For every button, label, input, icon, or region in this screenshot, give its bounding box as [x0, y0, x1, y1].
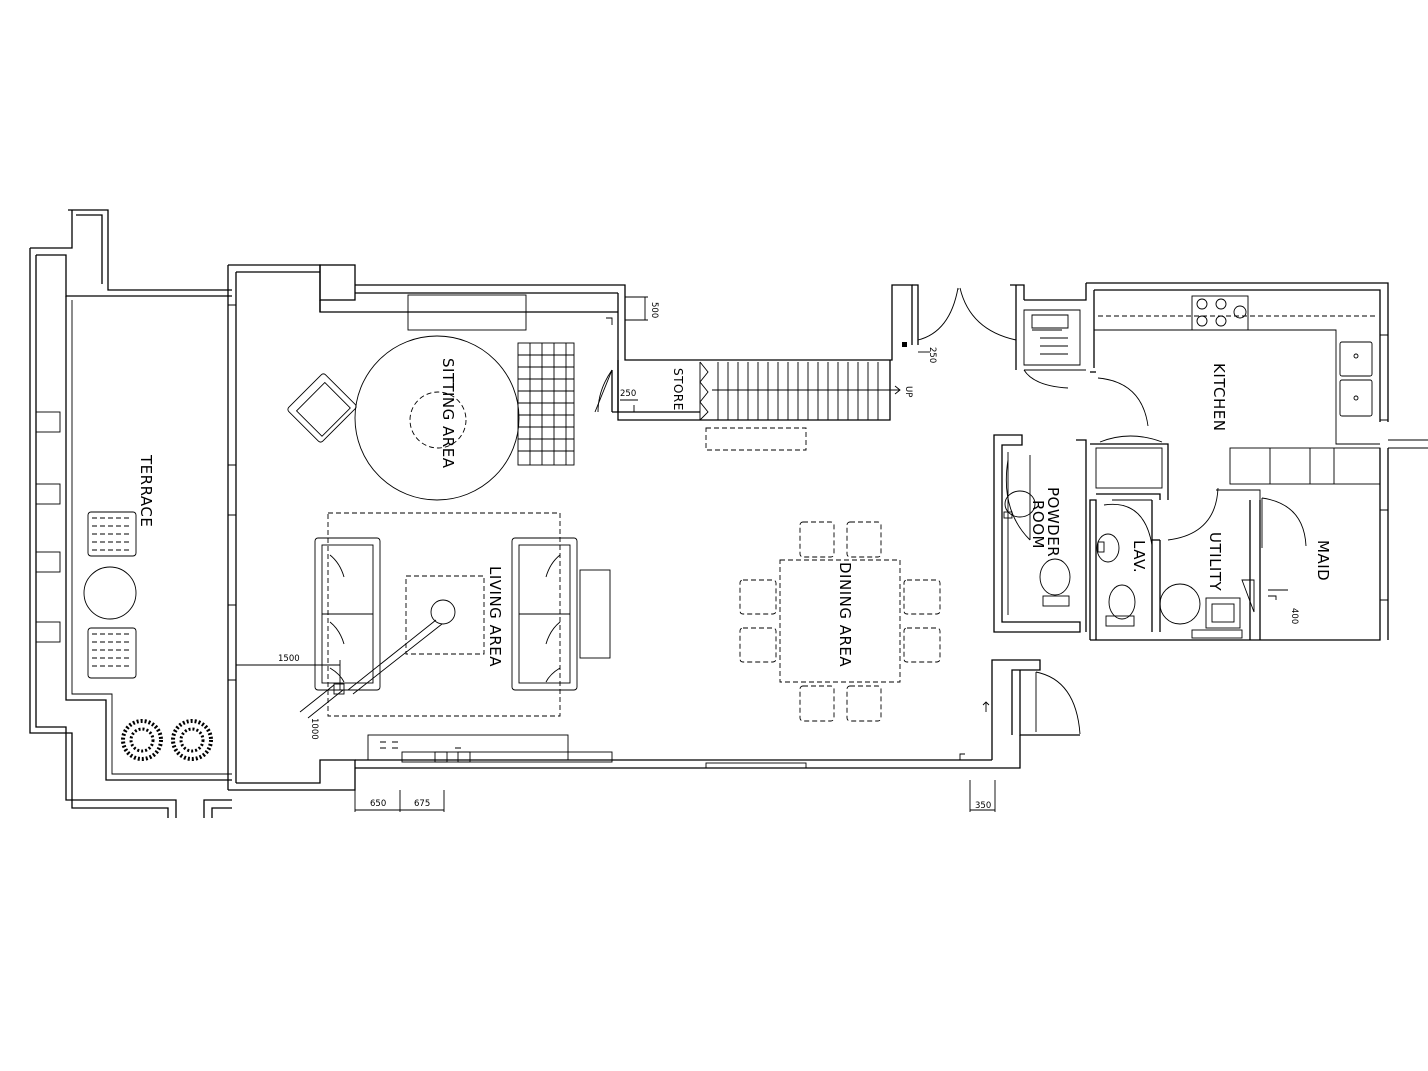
powder-room: POWDER ROOM [993, 434, 1087, 633]
room-label-lav: LAV. [1130, 540, 1148, 573]
room-label-kitchen: KITCHEN [1210, 363, 1228, 432]
dimension-label: 500 [649, 302, 659, 318]
dining-area: DINING AREA [739, 521, 941, 722]
dimension-chain-bottom: 650 675 350 [354, 780, 996, 812]
dimension-label: 250 [927, 347, 937, 363]
dining-chair [903, 579, 941, 615]
living-rug [327, 512, 561, 717]
room-label-maid: MAID [1314, 540, 1332, 581]
plant [121, 719, 163, 761]
cooktop [1191, 295, 1249, 331]
dining-table [779, 559, 901, 683]
tv-unit [367, 734, 613, 763]
ottoman-grid [517, 342, 575, 466]
utility-sink [1205, 597, 1241, 629]
dimension-label: 675 [414, 799, 430, 809]
side-console [579, 569, 611, 659]
plant [171, 719, 213, 761]
dimension-label: 350 [975, 801, 991, 811]
sofa-right [511, 537, 578, 691]
dining-chair [799, 685, 835, 722]
room-label-powder-room: POWDER [1044, 487, 1062, 557]
wash-basin [1004, 490, 1036, 518]
dimension-500: 500 [606, 296, 659, 325]
coffee-table [405, 575, 485, 655]
side-entry-door [959, 670, 1081, 760]
sofa-left [314, 537, 381, 691]
dimension-1000: 1000 [299, 683, 345, 740]
washing-machine [1159, 583, 1201, 625]
lamp [430, 599, 456, 625]
dining-chair [846, 685, 882, 722]
dining-chair [739, 627, 777, 663]
room-label-dining-area: DINING AREA [836, 562, 854, 667]
entry-door: 250 [902, 287, 1017, 363]
dimension-label: 400 [1289, 608, 1299, 624]
room-label-living-area: LIVING AREA [486, 566, 504, 667]
lav-toilet [1105, 584, 1136, 627]
dimension-label: 650 [370, 799, 386, 809]
toilet [1039, 558, 1071, 607]
cabinet-run [1229, 447, 1381, 485]
kitchen: KITCHEN [1090, 295, 1381, 500]
console-unit [407, 294, 527, 331]
dimension-label: 1500 [278, 654, 300, 664]
terrace-zone: TERRACE [29, 209, 232, 818]
room-label-utility: UTILITY [1206, 532, 1224, 592]
armchair [287, 373, 357, 443]
dining-chair [739, 579, 777, 615]
room-label-powder-room-line2: ROOM [1029, 500, 1047, 549]
sun-lounger [87, 511, 137, 557]
dimension-label: 1000 [309, 718, 319, 740]
dimension-label: 250 [620, 389, 636, 399]
living-area: LIVING AREA [314, 512, 611, 717]
coffee-table [409, 391, 467, 449]
stair-up-label: UP [903, 386, 913, 397]
dining-chair [903, 627, 941, 663]
sun-lounger [87, 627, 137, 679]
fridge [1095, 447, 1163, 489]
rug [354, 335, 520, 501]
room-label-sitting-area: SITTING AREA [439, 358, 457, 469]
dining-chair [846, 521, 882, 558]
store-stair: 250 STORE UP [594, 361, 913, 451]
dimension-1500: 1500 [236, 654, 341, 690]
room-label-store: STORE [671, 368, 685, 411]
room-label-terrace: TERRACE [137, 454, 155, 527]
dining-chair [799, 521, 835, 558]
kitchen-walls [1023, 282, 1428, 641]
round-table [83, 566, 137, 620]
door-threshold [705, 762, 807, 769]
bench-outline [705, 427, 807, 451]
lav-basin [1096, 533, 1120, 563]
stair-treads [712, 362, 901, 420]
service-rooms: LAV. UTILITY 400 MAID [1096, 487, 1332, 640]
kitchen-sink [1339, 341, 1373, 417]
sitting-area: SITTING AREA [287, 294, 575, 501]
